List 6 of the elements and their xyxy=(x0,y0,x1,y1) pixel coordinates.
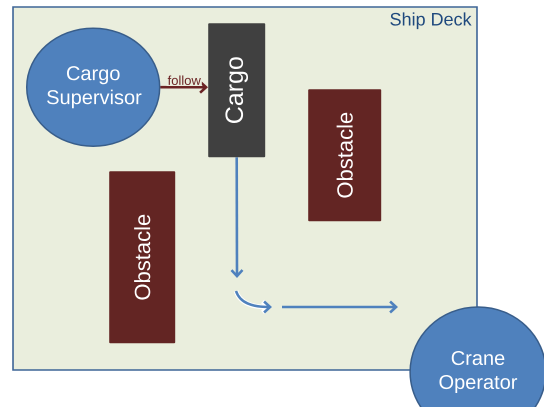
obstacle-box: Obstacle xyxy=(308,89,382,222)
edge-label: follow xyxy=(166,74,202,86)
obstacle-box: Obstacle xyxy=(109,171,176,344)
cargo-box: Cargo xyxy=(208,23,266,158)
arrow xyxy=(230,157,244,278)
arrow xyxy=(160,80,208,94)
